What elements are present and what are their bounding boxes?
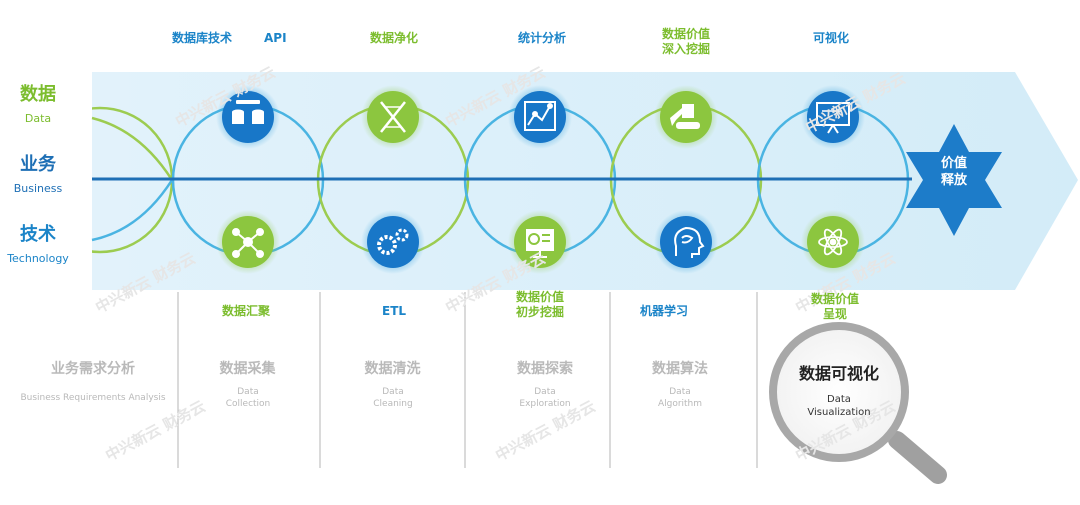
side-business: 业务 Business	[13, 154, 63, 195]
label-value-initial: 数据价值初步挖掘	[515, 290, 564, 319]
atom-icon	[818, 228, 848, 256]
dashboard-icon	[526, 229, 554, 258]
top-badge-excavator	[654, 85, 718, 149]
top-badge-database	[216, 85, 280, 149]
stage-data-cleaning: 数据清洗 Data Cleaning	[364, 361, 421, 409]
chart-icon	[524, 101, 556, 131]
label-visualization: 可视化	[813, 31, 850, 45]
database-icon	[232, 100, 264, 124]
label-statistical-analysis: 统计分析	[518, 31, 567, 45]
label-machine-learning: 机器学习	[640, 304, 689, 318]
magnifier	[769, 322, 947, 484]
stage-data-algorithm: 数据算法 Data Algorithm	[652, 361, 708, 409]
bottom-badge-atom	[801, 210, 865, 274]
excavator-icon	[670, 104, 700, 129]
label-data-purification: 数据净化	[370, 31, 419, 45]
network-icon	[232, 228, 264, 258]
top-badge-presentation	[801, 85, 865, 149]
side-technology: 技术 Technology	[7, 224, 69, 265]
side-data: 数据 Data	[20, 84, 56, 125]
stage-data-collection: 数据采集 Data Collection	[219, 361, 276, 409]
bottom-badge-network	[216, 210, 280, 274]
value-release-label: 价值释放	[940, 156, 967, 188]
label-value-mining: 数据价值深入挖掘	[661, 27, 710, 56]
top-badge-dna	[361, 85, 425, 149]
value-release-star	[906, 124, 1002, 236]
bottom-badge-brain	[654, 210, 718, 274]
dna-icon	[380, 101, 406, 133]
bottom-badge-gears	[361, 210, 425, 274]
stage-business-requirements: 业务需求分析 Business Requirements Analysis	[20, 361, 166, 403]
bottom-badge-dashboard	[508, 210, 572, 274]
presentation-icon	[816, 102, 850, 134]
top-badge-chart	[508, 85, 572, 149]
gears-icon	[377, 228, 409, 255]
label-api: API	[264, 31, 287, 45]
stage-dividers	[177, 292, 758, 468]
stage-data-exploration: 数据探索 Data Exploration	[517, 361, 573, 409]
label-value-present: 数据价值呈现	[810, 292, 859, 321]
label-data-aggregation: 数据汇聚	[222, 304, 271, 318]
brain-icon	[674, 226, 705, 258]
stage-data-visualization: 数据可视化	[798, 364, 879, 383]
label-etl: ETL	[382, 304, 407, 318]
label-database-tech: 数据库技术	[172, 31, 233, 45]
